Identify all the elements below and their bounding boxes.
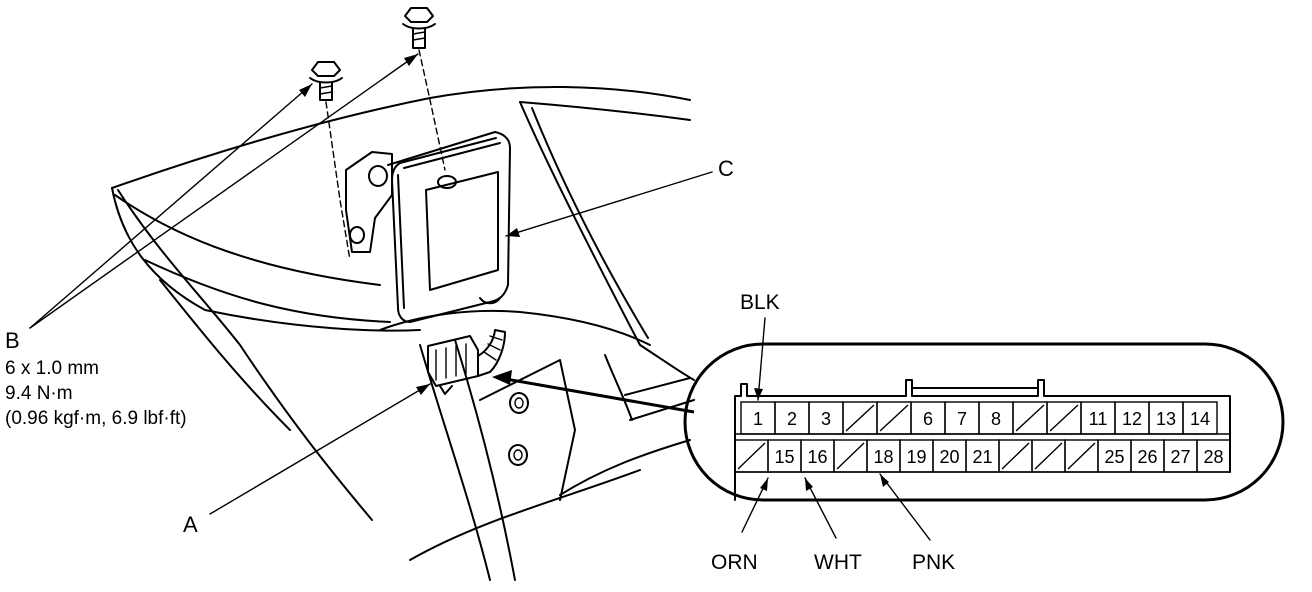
callout-c: C: [718, 156, 734, 181]
pin-number: 1: [753, 409, 763, 429]
pin-number: 15: [774, 447, 794, 467]
pin-number: 2: [787, 409, 797, 429]
top-row-cell: [1182, 401, 1218, 435]
pin-number: 28: [1203, 447, 1223, 467]
wire-color-pnk: PNK: [912, 551, 955, 574]
pin-number: 7: [957, 409, 967, 429]
pin-number: 20: [939, 447, 959, 467]
bolt-torque-alt: (0.96 kgf·m, 6.9 lbf·ft): [5, 408, 187, 429]
wire-color-blk: BLK: [740, 291, 780, 314]
pin-number: 25: [1104, 447, 1124, 467]
unused-pin-slash: [1015, 404, 1045, 432]
unused-pin-slash: [1049, 404, 1079, 432]
bolt-b-right: [402, 7, 446, 171]
pin-number: 16: [807, 447, 827, 467]
wire-color-orn: ORN: [711, 551, 758, 574]
unused-pin-slash: [836, 442, 865, 470]
unused-pin-slash: [879, 404, 909, 432]
pin-number: 26: [1137, 447, 1157, 467]
unused-pin-slash: [845, 404, 875, 432]
pin-number: 11: [1089, 409, 1108, 429]
bolt-b-left: [309, 61, 351, 261]
control-unit-c: [345, 131, 511, 323]
pin-number: 12: [1122, 409, 1142, 429]
pin-number: 14: [1190, 409, 1210, 429]
pin-number: 6: [923, 409, 933, 429]
bottom-row-cell: [1196, 439, 1231, 473]
pin-number: 13: [1156, 409, 1176, 429]
wire-color-wht: WHT: [814, 551, 862, 574]
pin-number: 19: [906, 447, 926, 467]
pin-number: 3: [821, 409, 831, 429]
connector-a: [427, 329, 506, 395]
bolt-size: 6 x 1.0 mm: [5, 358, 99, 379]
body-panel-outline: [111, 85, 695, 581]
unused-pin-slash: [737, 442, 766, 470]
callout-a: A: [183, 512, 198, 537]
callout-b: B: [5, 328, 20, 353]
bolt-torque: 9.4 N·m: [5, 383, 73, 404]
unused-pin-slash: [1067, 442, 1096, 470]
unused-pin-slash: [1001, 442, 1030, 470]
unused-pin-slash: [1034, 442, 1063, 470]
pin-number: 27: [1170, 447, 1190, 467]
pin-number: 8: [991, 409, 1001, 429]
pin-number: 21: [972, 447, 992, 467]
pin-number: 18: [873, 447, 893, 467]
pillar-mounting-holes: [508, 392, 529, 466]
